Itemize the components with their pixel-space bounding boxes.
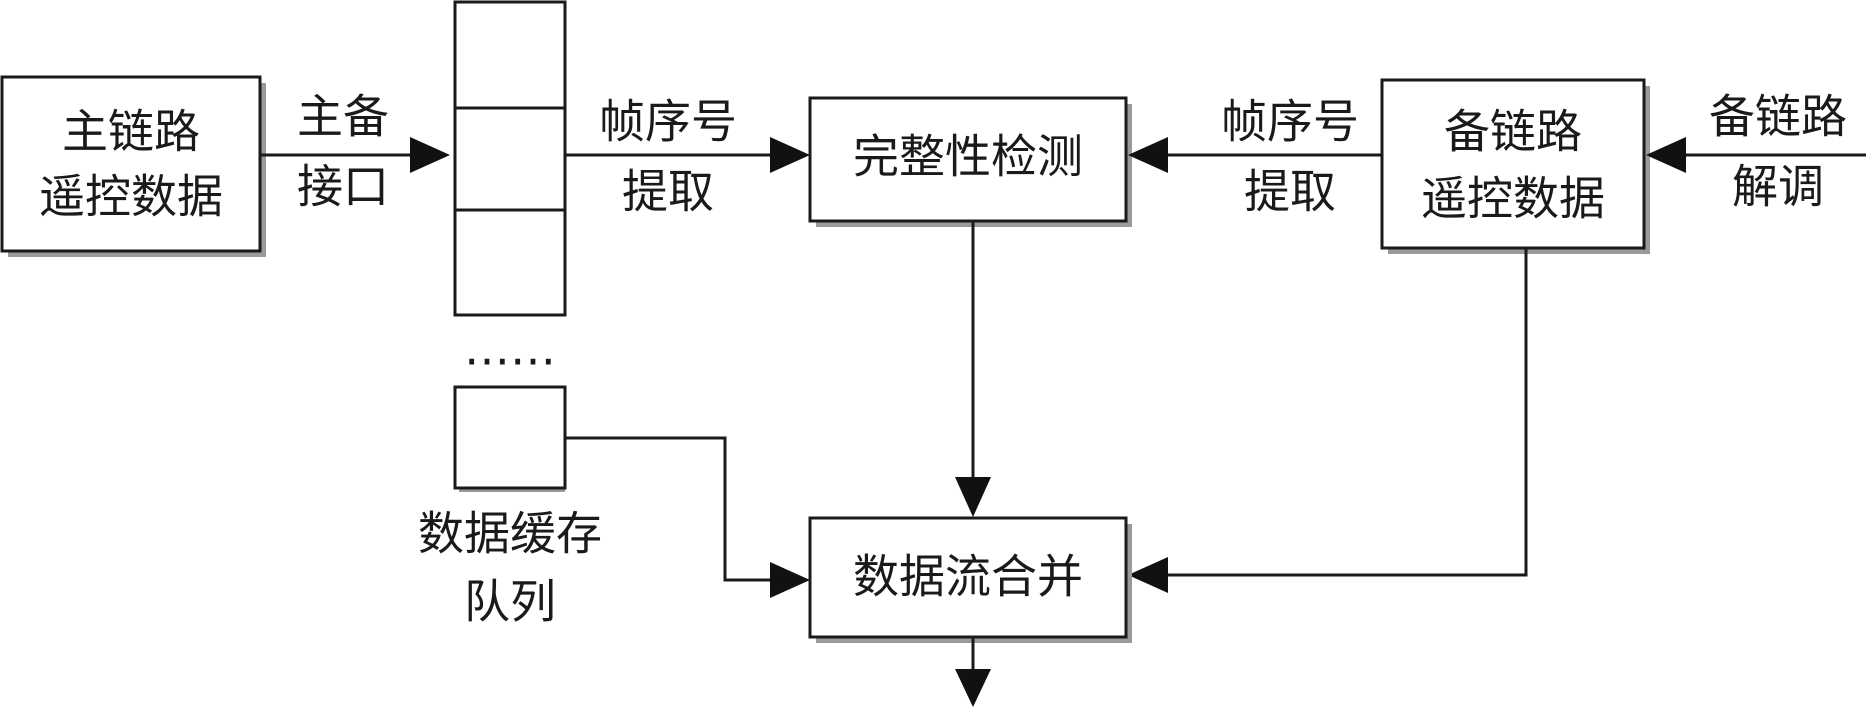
queue-cell-2 bbox=[453, 106, 567, 212]
edge-label-demod-line1: 备链路 bbox=[1709, 90, 1847, 144]
queue-cell-last bbox=[453, 385, 567, 492]
edge-label-frame-seq-right-line1: 帧序号 bbox=[1221, 95, 1359, 149]
edge-label-frame-seq-left-line1: 帧序号 bbox=[599, 95, 737, 149]
edge-label-frame-seq-left-line2: 提取 bbox=[622, 165, 714, 219]
data-merge-label: 数据流合并 bbox=[853, 550, 1083, 604]
queue-ellipsis: …… bbox=[464, 322, 556, 376]
backup-link-label-line1: 备链路 bbox=[1444, 105, 1582, 159]
backup-link-label-line2: 遥控数据 bbox=[1421, 172, 1605, 226]
main-link-label-line2: 遥控数据 bbox=[39, 170, 223, 224]
queue-cell-1 bbox=[453, 0, 567, 110]
main-link-box: 主链路 遥控数据 bbox=[0, 75, 266, 257]
edge-label-interface-line1: 主备 bbox=[297, 90, 389, 144]
arrow-head-backup-to-integrity bbox=[1128, 137, 1168, 173]
buffer-queue-label-line1: 数据缓存 bbox=[418, 507, 602, 561]
edge-merge-output bbox=[955, 637, 991, 707]
edge-integrity-to-merge bbox=[955, 221, 991, 517]
arrow-head-merge-output bbox=[955, 669, 991, 707]
edge-label-interface-line2: 接口 bbox=[297, 160, 389, 214]
edge-label-demod-line2: 解调 bbox=[1732, 160, 1824, 214]
backup-link-box: 备链路 遥控数据 bbox=[1380, 78, 1650, 254]
edge-backup-to-integrity: 帧序号 提取 bbox=[1128, 95, 1382, 219]
queue-cell-3 bbox=[453, 208, 567, 317]
arrow-head-queue-to-merge bbox=[770, 562, 810, 598]
integrity-check-label: 完整性检测 bbox=[853, 130, 1083, 184]
edge-main-to-queue: 主备 接口 bbox=[260, 90, 450, 214]
integrity-check-box: 完整性检测 bbox=[808, 96, 1132, 227]
arrow-head-integrity-to-merge bbox=[955, 477, 991, 517]
arrow-head-main-to-queue bbox=[410, 137, 450, 173]
buffer-queue-label-line2: 队列 bbox=[464, 575, 556, 629]
edge-queue-to-integrity: 帧序号 提取 bbox=[565, 95, 810, 219]
arrow-head-backup-to-merge bbox=[1128, 557, 1168, 593]
edge-demod-to-backup: 备链路 解调 bbox=[1646, 90, 1866, 214]
arrow-head-demod-to-backup bbox=[1646, 137, 1686, 173]
edge-backup-to-merge bbox=[1128, 248, 1528, 593]
main-link-label-line1: 主链路 bbox=[62, 105, 200, 159]
edge-label-frame-seq-right-line2: 提取 bbox=[1244, 165, 1336, 219]
buffer-queue-stack bbox=[453, 0, 567, 317]
edge-queue-to-merge bbox=[565, 436, 810, 598]
arrow-head-queue-to-integrity bbox=[770, 137, 810, 173]
data-merge-box: 数据流合并 bbox=[808, 516, 1132, 643]
